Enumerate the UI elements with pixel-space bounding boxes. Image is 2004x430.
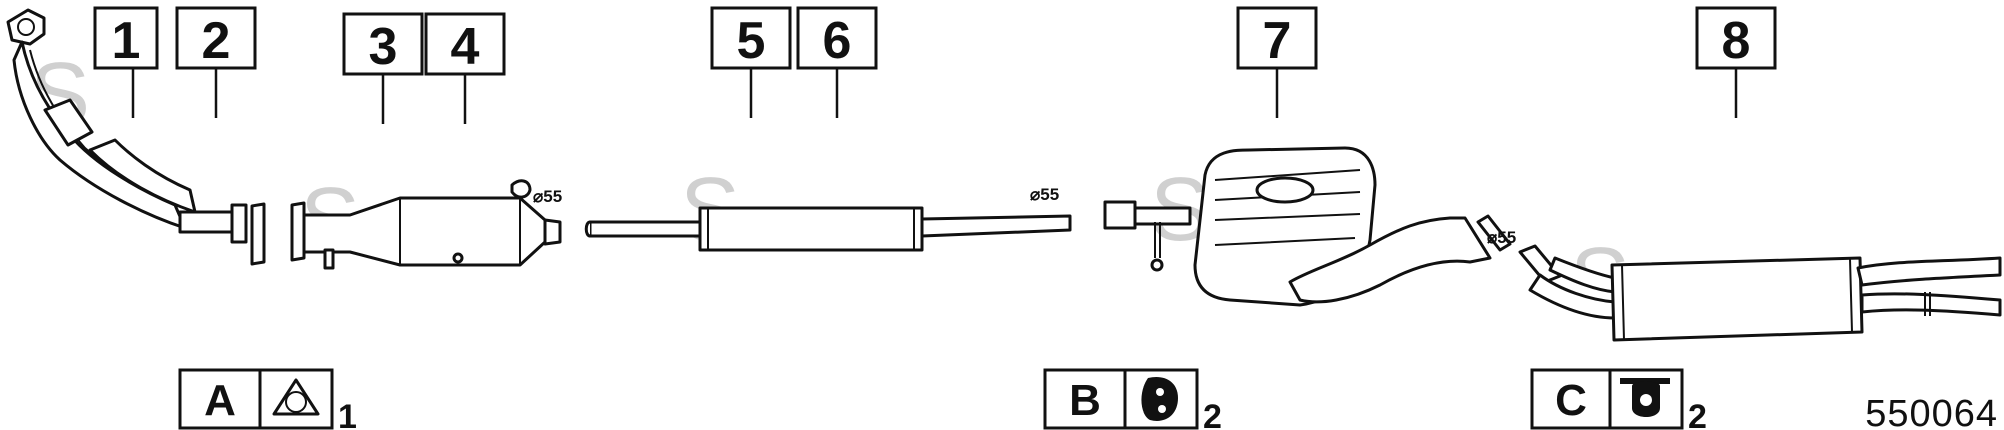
part-number-8: 8: [1695, 6, 1777, 70]
pipe-diameter-label: ⌀55: [1487, 228, 1516, 247]
middle-silencer-part: ⌀55: [584, 185, 1072, 252]
part-number-7: 7: [1236, 6, 1318, 70]
hanger-bracket-icon: [1620, 378, 1670, 417]
pipe-diameter-label: ⌀55: [1030, 185, 1059, 204]
catalytic-converter-part: ⌀55: [290, 179, 562, 270]
part-number-label: 1: [112, 12, 141, 70]
diagram-code: 550064: [1865, 393, 1998, 430]
kit-quantity: 1: [338, 398, 357, 430]
kit-quantity: 2: [1688, 398, 1707, 430]
part-number-1: 1: [93, 6, 159, 70]
part-number-label: 7: [1263, 12, 1292, 70]
part-number-label: 8: [1722, 12, 1751, 70]
watermark-group: S S S S S: [30, 45, 1630, 330]
part-number-4: 4: [424, 12, 506, 76]
part-number-label: 6: [823, 12, 852, 70]
kit-c: C 2: [1530, 368, 1707, 430]
part-number-label: 5: [737, 12, 766, 70]
rubber-hanger-icon: [1141, 376, 1178, 421]
kit-letter: C: [1555, 376, 1587, 425]
tailpipe-silencer-part: [1518, 244, 2002, 342]
part-number-3: 3: [342, 12, 424, 76]
front-pipe-part: [6, 8, 266, 266]
part-number-5: 5: [710, 6, 792, 70]
pipe-diameter-label: ⌀55: [533, 187, 562, 206]
kit-quantity: 2: [1203, 398, 1222, 430]
kit-letter: A: [204, 376, 236, 425]
kit-b: B 2: [1043, 368, 1222, 430]
part-number-label: 3: [369, 18, 398, 76]
kit-a: A 1: [178, 368, 357, 430]
kit-letter: B: [1069, 376, 1101, 425]
flange-gasket-icon: [272, 378, 320, 416]
part-number-label: 2: [202, 12, 231, 70]
part-number-6: 6: [796, 6, 878, 70]
part-number-2: 2: [175, 6, 257, 70]
rear-silencer-part: ⌀55: [1103, 146, 1516, 307]
part-number-label: 4: [451, 18, 480, 76]
